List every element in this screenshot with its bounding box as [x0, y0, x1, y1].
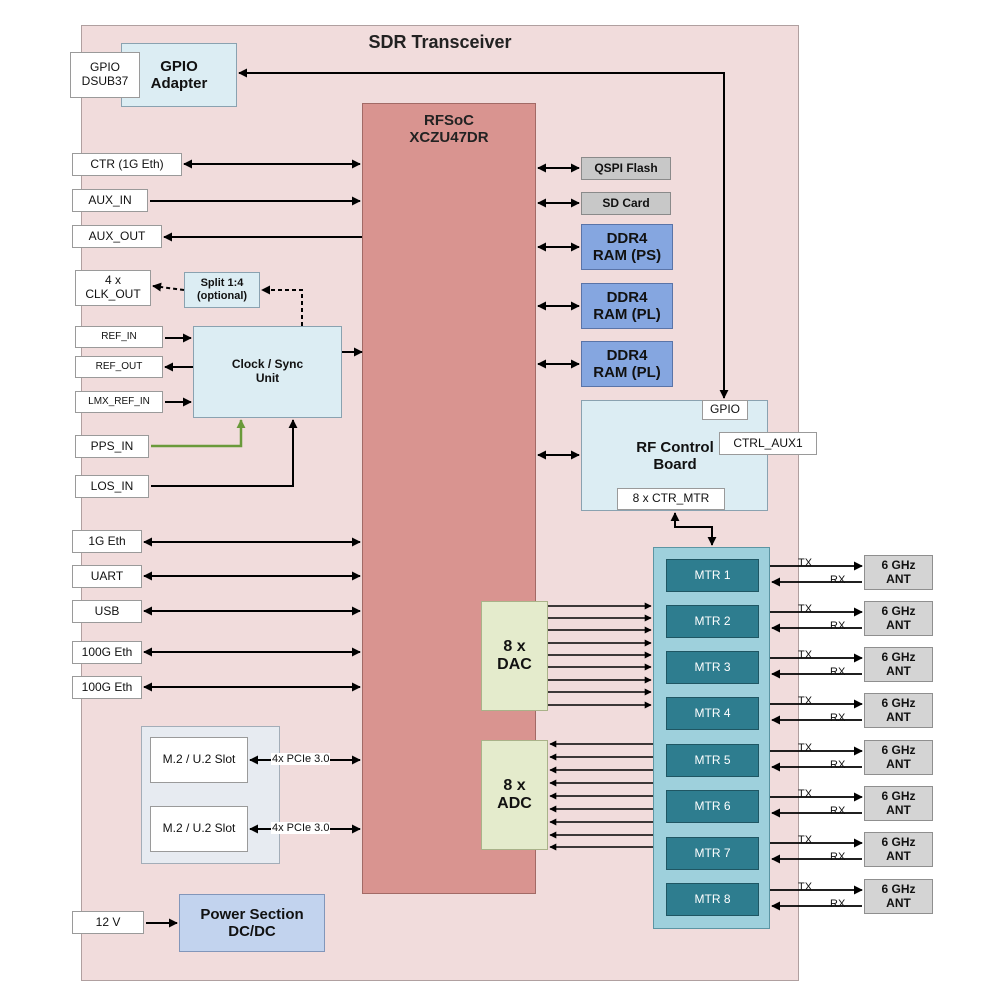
power-section: Power Section DC/DC	[179, 894, 325, 952]
mtr-6: MTR 6	[666, 790, 759, 823]
usb-port: USB	[72, 600, 142, 623]
pcie-label-1: 4x PCIe 3.0	[271, 753, 331, 766]
eth-1g-port: 1G Eth	[72, 530, 142, 553]
mtr-7: MTR 7	[666, 837, 759, 870]
antenna-7: 6 GHz ANT	[864, 832, 933, 867]
los-in-port: LOS_IN	[75, 475, 149, 498]
mtr-2: MTR 2	[666, 605, 759, 638]
antenna-4: 6 GHz ANT	[864, 693, 933, 728]
aux-out-port: AUX_OUT	[72, 225, 162, 248]
rx-label-7: RX	[830, 851, 846, 863]
board-title: SDR Transceiver	[368, 31, 512, 52]
gpio-dsub-connector: GPIO DSUB37	[70, 52, 140, 98]
12v-input: 12 V	[72, 911, 144, 934]
tx-label-5: TX	[798, 742, 813, 754]
mtr-1: MTR 1	[666, 559, 759, 592]
m2-slot-1: M.2 / U.2 Slot	[150, 737, 248, 783]
tx-label-6: TX	[798, 788, 813, 800]
pcie-label-2: 4x PCIe 3.0	[271, 822, 331, 835]
antenna-8: 6 GHz ANT	[864, 879, 933, 914]
tx-label-7: TX	[798, 834, 813, 846]
rf-control-gpio: GPIO	[702, 400, 748, 420]
uart-port: UART	[72, 565, 142, 588]
antenna-1: 6 GHz ANT	[864, 555, 933, 590]
mtr-3: MTR 3	[666, 651, 759, 684]
rx-label-2: RX	[830, 620, 846, 632]
m2-slot-2: M.2 / U.2 Slot	[150, 806, 248, 852]
rf-control-board-title: RF Control Board	[636, 438, 714, 473]
rx-label-1: RX	[830, 574, 846, 586]
eth-100g-port-2: 100G Eth	[72, 676, 142, 699]
aux-in-port: AUX_IN	[72, 189, 148, 212]
tx-label-4: TX	[798, 695, 813, 707]
gpio-adapter: GPIO Adapter	[121, 43, 237, 107]
rx-label-6: RX	[830, 805, 846, 817]
ref-in-port: REF_IN	[75, 326, 163, 348]
antenna-6: 6 GHz ANT	[864, 786, 933, 821]
tx-label-2: TX	[798, 603, 813, 615]
adc-block: 8 x ADC	[481, 740, 548, 850]
rx-label-4: RX	[830, 712, 846, 724]
clk-out-port: 4 x CLK_OUT	[75, 270, 151, 306]
ref-out-port: REF_OUT	[75, 356, 163, 378]
dac-block: 8 x DAC	[481, 601, 548, 711]
ctr-mtr-port: 8 x CTR_MTR	[617, 488, 725, 510]
mtr-8: MTR 8	[666, 883, 759, 916]
pps-in-port: PPS_IN	[75, 435, 149, 458]
antenna-3: 6 GHz ANT	[864, 647, 933, 682]
tx-label-8: TX	[798, 881, 813, 893]
rx-label-3: RX	[830, 666, 846, 678]
mtr-5: MTR 5	[666, 744, 759, 777]
ctrl-aux1-port: CTRL_AUX1	[719, 432, 817, 455]
tx-label-3: TX	[798, 649, 813, 661]
antenna-2: 6 GHz ANT	[864, 601, 933, 636]
ctr-1g-eth-port: CTR (1G Eth)	[72, 153, 182, 176]
rx-label-8: RX	[830, 898, 846, 910]
mtr-4: MTR 4	[666, 697, 759, 730]
eth-100g-port-1: 100G Eth	[72, 641, 142, 664]
lmx-ref-in-port: LMX_REF_IN	[75, 391, 163, 413]
antenna-5: 6 GHz ANT	[864, 740, 933, 775]
tx-label-1: TX	[798, 557, 813, 569]
rx-label-5: RX	[830, 759, 846, 771]
